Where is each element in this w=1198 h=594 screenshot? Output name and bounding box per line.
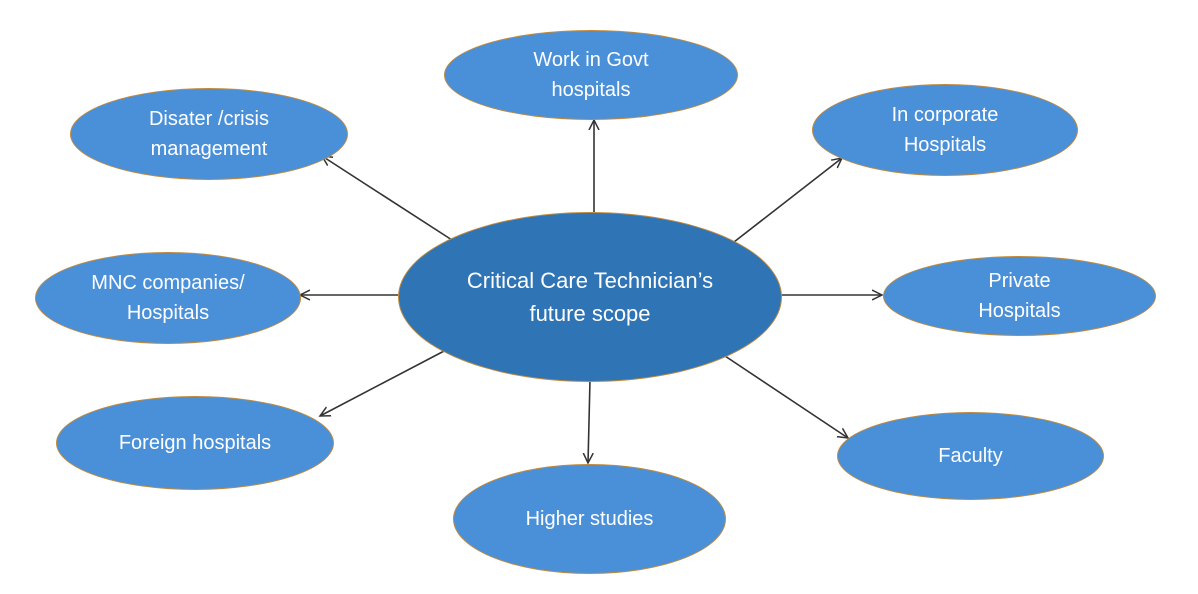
arrow-to-corporate (733, 158, 842, 243)
arrow-to-faculty (721, 353, 848, 438)
node-disaster-management: Disater /crisis management (70, 88, 348, 180)
arrow-to-disaster (322, 156, 453, 241)
node-disaster-line1: Disater /crisis (148, 108, 269, 130)
node-govt-hospitals: Work in Govt hospitals (444, 30, 738, 120)
arrow-to-higher (588, 379, 590, 463)
node-mnc-hospitals: MNC companies/ Hospitals (35, 252, 301, 344)
center-node-line1: Critical Care Technician’s (466, 268, 714, 293)
node-faculty-line1: Faculty (938, 445, 1003, 467)
node-foreign-line1: Foreign hospitals (118, 432, 272, 454)
node-govt-line2: hospitals (551, 79, 631, 101)
node-disaster-line2: management (150, 138, 268, 160)
node-corporate-line1: In corporate (891, 104, 999, 126)
node-private-line2: Hospitals (978, 300, 1061, 322)
node-corporate-hospitals: In corporate Hospitals (812, 84, 1078, 176)
node-mnc-line2: Hospitals (126, 302, 210, 324)
center-node-line2: future scope (529, 301, 651, 326)
node-private-hospitals: Private Hospitals (883, 256, 1156, 336)
arrow-to-foreign (320, 349, 447, 416)
node-higher-line1: Higher studies (525, 508, 654, 530)
node-govt-line1: Work in Govt (533, 49, 649, 71)
node-corporate-line2: Hospitals (903, 134, 987, 156)
center-node: Critical Care Technician’s future scope (398, 212, 782, 382)
node-faculty: Faculty (837, 412, 1104, 500)
node-foreign-hospitals: Foreign hospitals (56, 396, 334, 490)
node-private-line1: Private (988, 270, 1051, 292)
node-mnc-line1: MNC companies/ (91, 272, 245, 294)
node-higher-studies: Higher studies (453, 464, 726, 574)
